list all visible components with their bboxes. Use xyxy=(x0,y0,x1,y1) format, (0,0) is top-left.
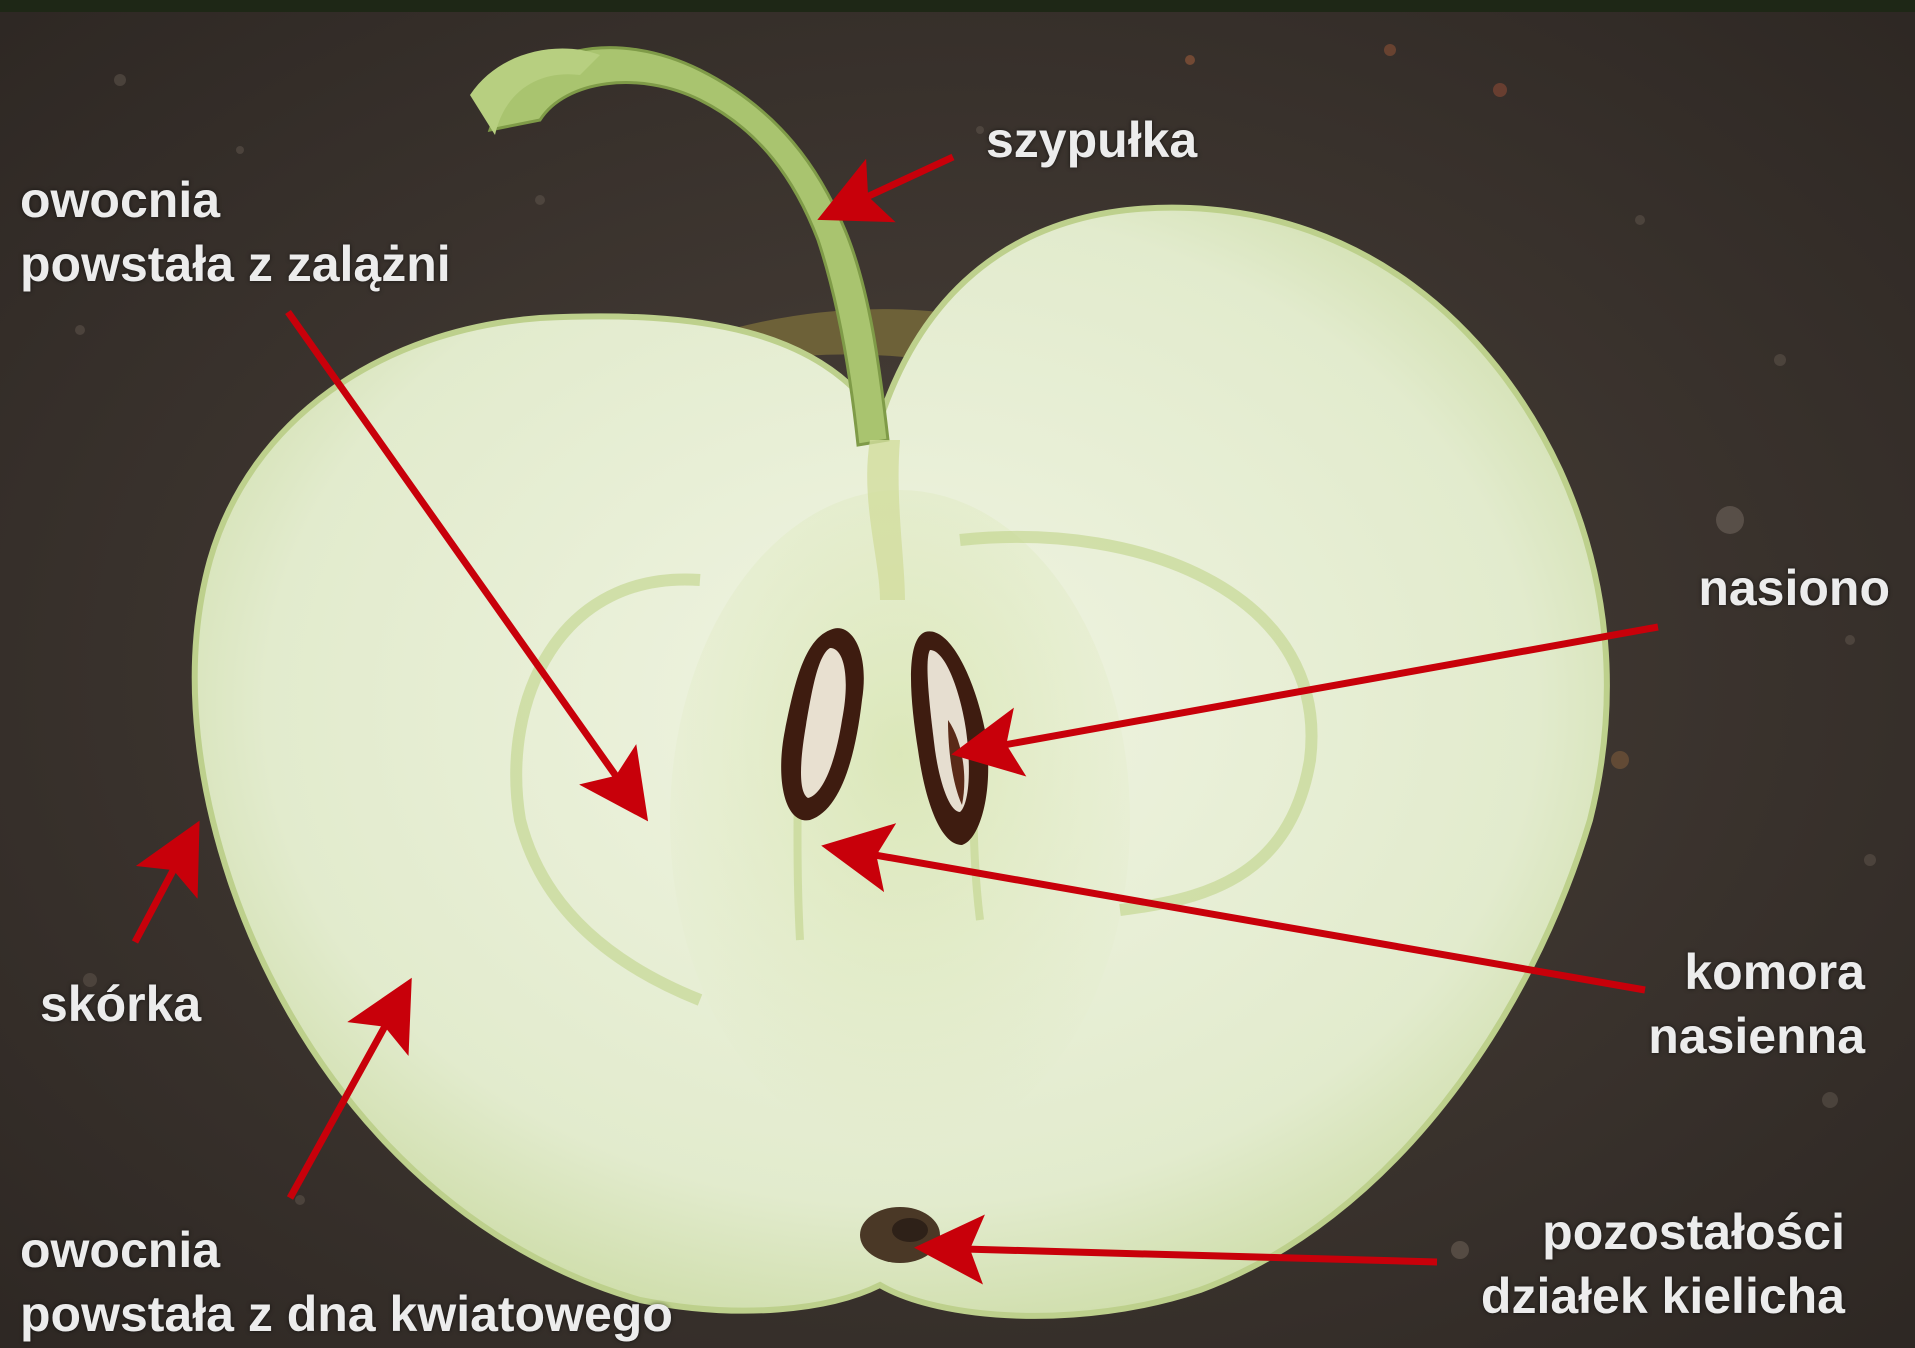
label-pozostalosci-line1: pozostałości xyxy=(1430,1200,1845,1264)
label-komora-line1: komora xyxy=(1560,940,1865,1004)
label-pozostalosci: pozostałości działek kielicha xyxy=(1430,1200,1845,1328)
label-skorka: skórka xyxy=(40,972,201,1036)
label-szypulka: szypułka xyxy=(986,108,1197,172)
label-owocnia-dno: owocnia powstała z dna kwiatowego xyxy=(20,1218,673,1346)
label-owocnia-zalazni-line2: powstała z zalążni xyxy=(20,232,451,296)
label-owocnia-zalazni: owocnia powstała z zalążni xyxy=(20,168,451,296)
top-bar xyxy=(0,0,1915,12)
label-pozostalosci-line2: działek kielicha xyxy=(1430,1264,1845,1328)
label-komora-line2: nasienna xyxy=(1560,1004,1865,1068)
label-owocnia-dno-line2: powstała z dna kwiatowego xyxy=(20,1282,673,1346)
label-owocnia-zalazni-line1: owocnia xyxy=(20,168,451,232)
label-owocnia-dno-line1: owocnia xyxy=(20,1218,673,1282)
label-komora: komora nasienna xyxy=(1560,940,1865,1068)
label-nasiono: nasiono xyxy=(1640,556,1890,620)
